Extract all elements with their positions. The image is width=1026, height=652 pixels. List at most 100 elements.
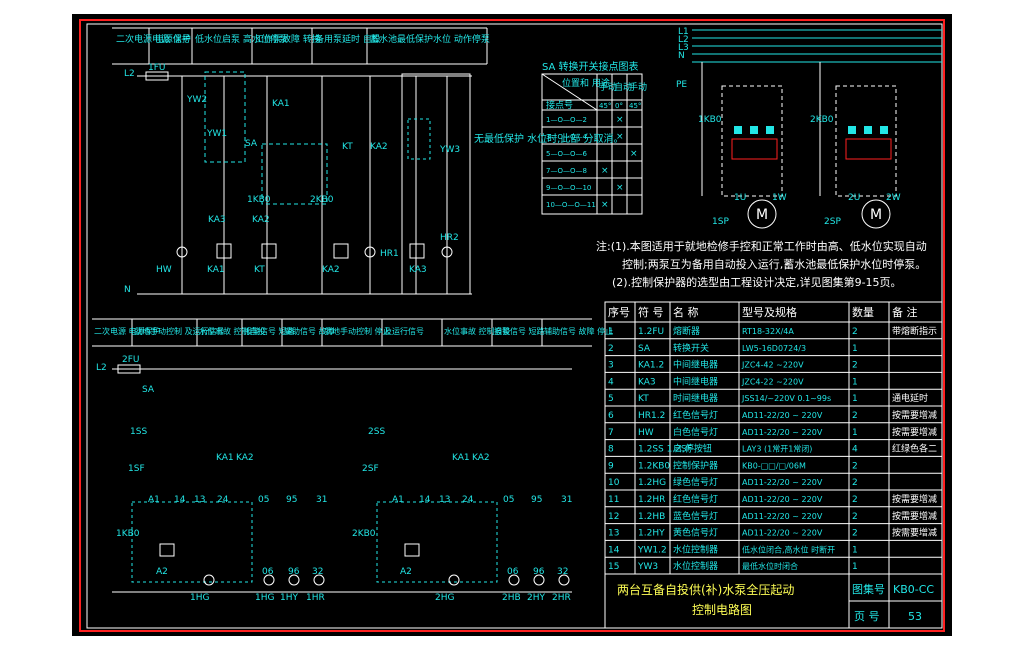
parts-head-4: 数量 bbox=[852, 306, 874, 319]
parts-head-0: 序号 bbox=[608, 305, 630, 319]
parts-row-11-col-0: 12 bbox=[608, 512, 619, 522]
label-2sp: 2SP bbox=[824, 217, 841, 227]
parts-row-2-col-4: 2 bbox=[852, 361, 858, 371]
title-texts: 两台互备自投供(补)水泵全压起动 控制电路图 图集号 KB0-CC 页 号 53 bbox=[617, 582, 934, 623]
label-ka3-mid: KA3 bbox=[208, 215, 226, 225]
sa-head-diag-1: 接点号 bbox=[546, 99, 573, 111]
parts-row-14-col-1: YW3 bbox=[637, 562, 658, 572]
title-block bbox=[604, 573, 943, 629]
parts-row-2-col-3: JZC4-42 ~220V bbox=[741, 361, 804, 370]
parts-row-5-col-5: 按需要增减 bbox=[892, 409, 937, 421]
hdr-bot-2: 水位事故 控制自投 bbox=[199, 326, 266, 336]
parts-row-2-col-1: KA1.2 bbox=[638, 361, 664, 371]
label-1hg: 1HG bbox=[190, 593, 209, 603]
parts-row-7-col-0: 8 bbox=[608, 445, 614, 455]
parts-row-10-col-2: 红色信号灯 bbox=[673, 493, 718, 505]
label-kb2-pw: 2KB0 bbox=[810, 115, 834, 125]
parts-row-5-col-3: AD11-22/20 ~ 220V bbox=[742, 411, 823, 420]
motor-1-glyph: M bbox=[756, 207, 768, 223]
top-control-circuit bbox=[112, 27, 488, 295]
label-95-r: 95 bbox=[531, 495, 542, 505]
title-line-2: 控制电路图 bbox=[692, 602, 752, 617]
label-95-l: 95 bbox=[286, 495, 297, 505]
parts-row-9-col-2: 绿色信号灯 bbox=[673, 476, 718, 488]
label-n-top: N bbox=[124, 285, 131, 295]
note-line-2: 控制;两泵互为备用自动投入运行,蓄水池最低保护水位时停泵。 bbox=[622, 257, 926, 271]
parts-row-0-col-4: 2 bbox=[852, 327, 858, 337]
label-pe: PE bbox=[676, 80, 687, 90]
label-05-l: 05 bbox=[258, 495, 269, 505]
label-l3: L3 bbox=[678, 43, 689, 53]
label-ka1-bot-l: KA1 bbox=[216, 453, 234, 463]
label-32-r: 32 bbox=[557, 567, 568, 577]
sa-row-4-cell-0: 9—O—O—10 bbox=[546, 184, 591, 192]
parts-row-5-col-1: HR1.2 bbox=[638, 411, 665, 421]
power-circuit bbox=[692, 29, 942, 229]
parts-head-3: 型号及规格 bbox=[742, 305, 797, 319]
sa-row-0-cell-0: 1—O—O—2 bbox=[546, 116, 587, 124]
hdr-bot-5: 就地手动控制 停止 bbox=[324, 326, 391, 336]
label-05-r: 05 bbox=[503, 495, 514, 505]
parts-row-6-col-4: 1 bbox=[852, 428, 858, 438]
parts-row-7-col-2: 启,停按钮 bbox=[673, 443, 712, 455]
parts-head-1: 符 号 bbox=[638, 306, 664, 319]
parts-row-12-col-3: AD11-22/20 ~ 220V bbox=[742, 529, 823, 538]
motor-2-glyph: M bbox=[870, 207, 882, 223]
atlas-value: KB0-CC bbox=[893, 583, 934, 596]
parts-row-3-col-0: 4 bbox=[608, 377, 614, 387]
label-13-l: 13 bbox=[194, 495, 205, 505]
parts-row-10-col-1: 1.2HR bbox=[638, 495, 665, 505]
parts-row-9-col-0: 10 bbox=[608, 478, 620, 488]
parts-row-5-col-0: 6 bbox=[608, 411, 614, 421]
label-ka2-coil: KA2 bbox=[322, 265, 340, 275]
bottom-header-texts: 二次电源 电源保护 就地手动控制 及运行信号 水位事故 控制自投 报警信号 短路… bbox=[94, 326, 613, 336]
label-l2-bot: L2 bbox=[96, 363, 107, 373]
parts-row-2-col-0: 3 bbox=[608, 361, 614, 371]
parts-row-6-col-0: 7 bbox=[608, 428, 614, 438]
sa-row-3-cell-1: × bbox=[601, 166, 609, 176]
parts-row-11-col-4: 2 bbox=[852, 512, 858, 522]
sa-row-5-cell-0: 10—O—O—11 bbox=[546, 201, 596, 209]
parts-row-0-col-5: 带熔断指示 bbox=[892, 325, 937, 337]
label-2ss: 2SS bbox=[368, 427, 385, 437]
parts-row-2-col-2: 中间继电器 bbox=[673, 359, 718, 371]
label-24-l: 24 bbox=[217, 495, 229, 505]
parts-row-3-col-3: JZC4-22 ~220V bbox=[741, 377, 804, 386]
label-2hr: 2HR bbox=[552, 593, 571, 603]
parts-row-12-col-2: 黄色信号灯 bbox=[673, 527, 718, 539]
parts-row-5-col-4: 2 bbox=[852, 411, 858, 421]
label-ka1-top: KA1 bbox=[272, 99, 290, 109]
outer-frame bbox=[79, 19, 945, 632]
circuit-labels: L2 1FU N YW2 YW1 KA1 SA KA2 KT 1KB0 2KB0… bbox=[96, 27, 901, 603]
hdr-top-4: 备用泵延时 自投 bbox=[315, 33, 381, 45]
hdr-bot-4: 辅助信号 故障 bbox=[284, 326, 335, 336]
label-14-l: 14 bbox=[174, 495, 186, 505]
parts-row-0-col-1: 1.2FU bbox=[638, 327, 664, 337]
label-2sf: 2SF bbox=[362, 464, 379, 474]
hdr-bot-6: 及运行信号 bbox=[384, 326, 424, 336]
label-kb2-bot: 2KB0 bbox=[352, 529, 376, 539]
label-kb1-pw: 1KB0 bbox=[698, 115, 722, 125]
parts-row-4-col-4: 1 bbox=[852, 394, 858, 404]
label-ka2-mid: KA2 bbox=[252, 215, 270, 225]
parts-row-14-col-2: 水位控制器 bbox=[673, 560, 718, 572]
label-2u: 2U bbox=[848, 193, 860, 203]
parts-row-9-col-1: 1.2HG bbox=[638, 478, 666, 488]
parts-row-0-col-3: RT18-32X/4A bbox=[742, 327, 794, 336]
hdr-bot-7: 水位事故 控制自投 bbox=[444, 326, 511, 336]
parts-row-12-col-5: 按需要增减 bbox=[892, 527, 937, 539]
parts-head-2: 名 称 bbox=[673, 305, 699, 319]
label-96-r: 96 bbox=[533, 567, 545, 577]
label-sa-bot: SA bbox=[142, 385, 155, 395]
label-kt-coil: KT bbox=[254, 265, 265, 275]
breaker-marks bbox=[734, 126, 888, 134]
label-hr1: HR1 bbox=[380, 249, 399, 259]
label-kb2-top: 2KB0 bbox=[310, 195, 334, 205]
sa-row-4-cell-2: × bbox=[616, 183, 624, 193]
sa-row-5-cell-1: × bbox=[601, 200, 609, 210]
notes: 注:(1).本图适用于就地检修手控和正常工作时由高、低水位实现自动 控制;两泵互… bbox=[596, 239, 927, 289]
parts-row-6-col-3: AD11-22/20 ~ 220V bbox=[742, 428, 823, 437]
label-96-l: 96 bbox=[288, 567, 300, 577]
